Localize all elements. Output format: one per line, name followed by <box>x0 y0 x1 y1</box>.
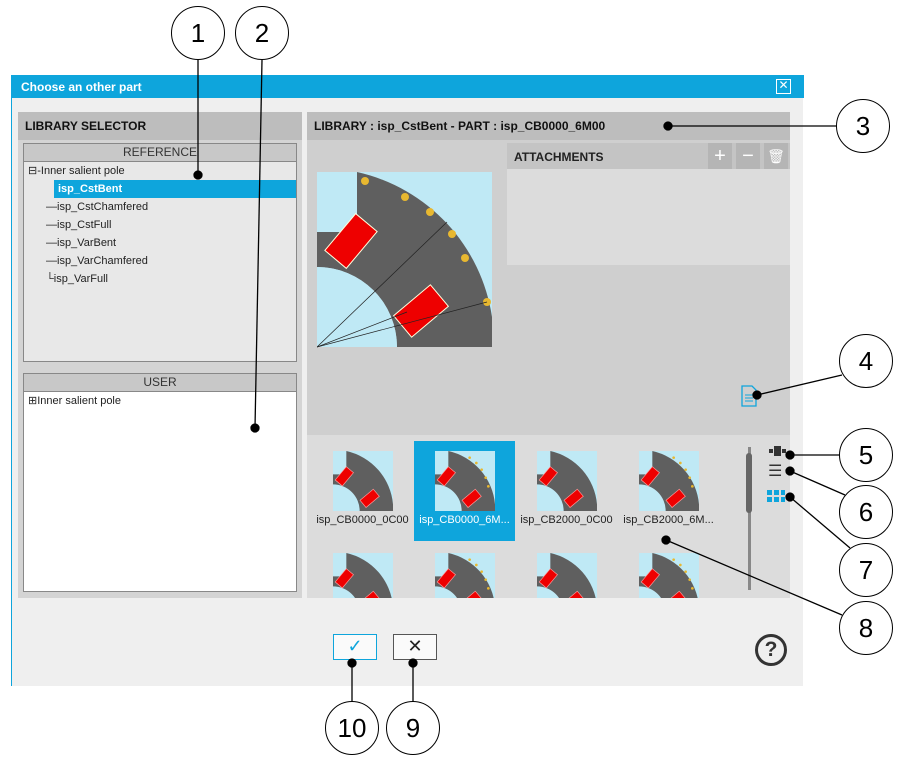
thumbnail-label: isp_CB0000_6M... <box>419 514 510 526</box>
tree-item-isp-cstbent[interactable]: isp_CstBent <box>54 180 296 198</box>
thumbnail-label: isp_CB2000_0C00 <box>520 514 613 526</box>
tree-item[interactable]: —isp_CstChamfered <box>46 201 149 213</box>
callout-10: 10 <box>325 701 379 755</box>
tree-root-label: Inner salient pole <box>40 165 125 177</box>
part-thumbnail[interactable] <box>516 543 617 598</box>
part-preview <box>317 172 492 348</box>
part-thumbnail[interactable] <box>618 543 719 598</box>
reference-tree: REFERENCE ⊟-Inner salient pole isp_CstBe… <box>23 143 297 362</box>
tree-item[interactable]: —isp_VarChamfered <box>46 255 148 267</box>
callout-2: 2 <box>235 6 289 60</box>
cancel-button[interactable]: ✕ <box>393 634 437 660</box>
tree-item[interactable]: —isp_CstFull <box>46 219 112 231</box>
tree-item[interactable]: —isp_VarBent <box>46 237 117 249</box>
user-tree-root[interactable]: ⊞Inner salient pole <box>28 395 121 407</box>
part-thumbnail[interactable]: isp_CB0000_6M... <box>414 441 515 541</box>
part-thumbnail[interactable]: isp_CB0000_0C00 <box>312 441 413 541</box>
scrollbar-thumb[interactable] <box>746 453 752 513</box>
callout-9: 9 <box>386 701 440 755</box>
carousel-view-icon[interactable] <box>769 446 786 456</box>
callout-5: 5 <box>839 428 893 482</box>
help-button[interactable]: ? <box>755 634 787 666</box>
callout-1: 1 <box>171 6 225 60</box>
callout-7: 7 <box>839 543 893 597</box>
remove-attachment-button[interactable]: − <box>736 143 760 169</box>
attachments-panel: ATTACHMENTS + − 🗑 <box>507 143 790 265</box>
dialog-title: Choose an other part <box>21 80 142 94</box>
scrollbar[interactable] <box>748 447 751 590</box>
library-selector-panel: LIBRARY SELECTOR REFERENCE ⊟-Inner salie… <box>18 112 302 598</box>
callout-4: 4 <box>839 334 893 388</box>
user-tree: USER ⊞Inner salient pole <box>23 373 297 592</box>
list-view-icon[interactable]: ☰ <box>768 463 783 480</box>
trash-icon[interactable]: 🗑 <box>764 143 788 169</box>
part-thumbnail[interactable] <box>312 543 413 598</box>
part-panel: LIBRARY : isp_CstBent - PART : isp_CB000… <box>307 112 790 598</box>
thumbnail-label: isp_CB0000_0C00 <box>316 514 409 526</box>
reference-header: REFERENCE <box>24 144 296 162</box>
tree-root[interactable]: ⊟-Inner salient pole <box>28 165 125 177</box>
callout-6: 6 <box>839 485 893 539</box>
choose-part-dialog: Choose an other part ✕ LIBRARY SELECTOR … <box>11 75 804 686</box>
callout-8: 8 <box>839 601 893 655</box>
add-attachment-button[interactable]: + <box>708 143 732 169</box>
grid-view-icon[interactable] <box>767 490 785 502</box>
part-thumbnail[interactable]: isp_CB2000_0C00 <box>516 441 617 541</box>
callout-3: 3 <box>836 99 890 153</box>
tree-item[interactable]: └isp_VarFull <box>46 273 109 285</box>
thumbnail-grid: isp_CB0000_0C00 isp_CB0000_6M... isp_CB200… <box>307 435 790 598</box>
thumbnail-label: isp_CB2000_6M... <box>623 514 714 526</box>
part-thumbnail[interactable] <box>414 543 515 598</box>
user-header: USER <box>24 374 296 392</box>
close-icon[interactable]: ✕ <box>776 79 791 94</box>
title-bar: Choose an other part <box>12 75 804 98</box>
library-selector-title: LIBRARY SELECTOR <box>18 112 302 140</box>
part-thumbnail[interactable]: isp_CB2000_6M... <box>618 441 719 541</box>
